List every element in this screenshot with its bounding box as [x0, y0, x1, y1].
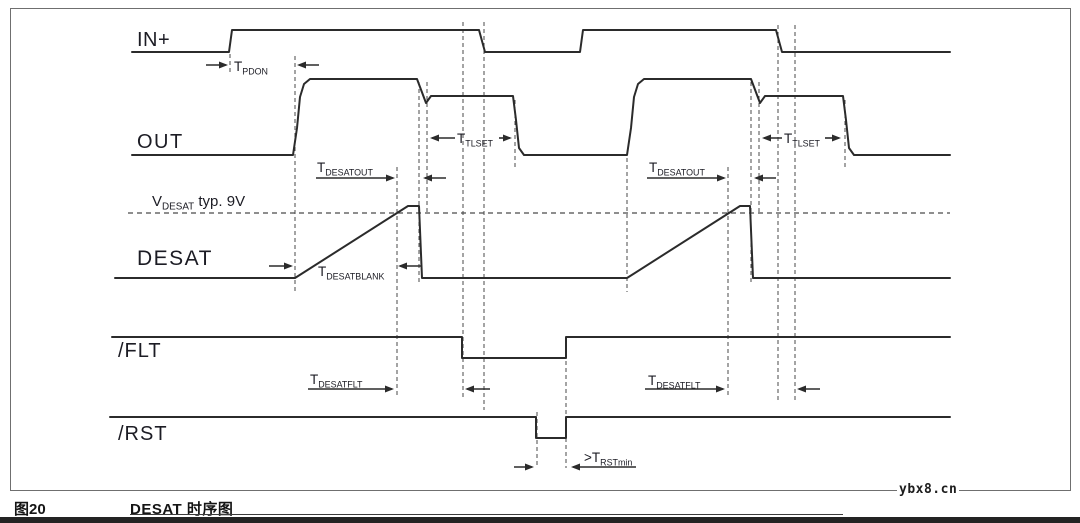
annotation-t-desatout-2-arrow-head-1 [754, 174, 763, 182]
annotation-t-tlset-1-label: TTLSET [457, 131, 494, 149]
annotation-t-tlset-1-arrow-head-0 [430, 134, 439, 142]
annotation-t-desatout-1-arrow-head-1 [423, 174, 432, 182]
flt-label: /FLT [118, 340, 162, 362]
in-plus-label: IN+ [137, 29, 170, 51]
annotation-t-desatflt-2-arrow-head-1 [797, 385, 806, 393]
page-bottom-rule [0, 517, 1080, 523]
annotation-t-desatflt-1-arrow-head-0 [385, 385, 394, 393]
annotation-t-desatflt-1-arrow-head-1 [465, 385, 474, 393]
annotation-t-desatblank-arrow-head-1 [398, 262, 407, 270]
rst-label: /RST [118, 423, 168, 445]
flt-waveform [111, 336, 951, 359]
annotation-t-rstmin-arrow-head-1 [571, 463, 580, 471]
annotation-t-desatflt-1-label: TDESATFLT [310, 372, 363, 390]
annotation-t-desatout-1-arrow-head-0 [386, 174, 395, 182]
figure-number: 图20 [14, 501, 46, 518]
out-label: OUT [137, 131, 184, 153]
annotation-t-desatout-2-arrow-head-0 [717, 174, 726, 182]
annotation-t-pdon-arrow-head-0 [219, 61, 228, 69]
annotation-t-pdon-arrow-head-1 [297, 61, 306, 69]
figure-title: DESAT 时序图 [130, 501, 234, 518]
annotation-t-desatout-2-label: TDESATOUT [649, 160, 705, 178]
annotation-t-rstmin-arrow-head-0 [525, 463, 534, 471]
rst-waveform [109, 416, 951, 439]
annotation-t-tlset-2-arrow-head-0 [762, 134, 771, 142]
watermark-text: ybx8.cn [897, 482, 960, 497]
figure-frame [10, 8, 1071, 491]
out-waveform [131, 78, 951, 156]
caption-underline [130, 514, 843, 515]
annotation-t-rstmin-label: >TRSTmin [584, 450, 632, 468]
annotation-t-tlset-2-label: TTLSET [784, 131, 821, 149]
annotation-t-desatflt-2-arrow-head-0 [716, 385, 725, 393]
annotation-t-desatflt-2-label: TDESATFLT [648, 373, 701, 391]
annotation-t-tlset-1-arrow-head-1 [503, 134, 512, 142]
annotation-t-desatout-1-label: TDESATOUT [317, 160, 373, 178]
desat-label: DESAT [137, 247, 213, 270]
annotation-t-tlset-2-arrow-head-1 [832, 134, 841, 142]
annotation-t-desatblank-arrow-head-0 [284, 262, 293, 270]
vdesat-label: VDESAT typ. 9V [152, 193, 245, 213]
figure-caption: 图20 DESAT 时序图 [0, 498, 1080, 518]
in-plus-waveform [131, 29, 951, 53]
annotation-t-desatblank-label: TDESATBLANK [318, 264, 385, 282]
desat-waveform [114, 205, 951, 279]
annotation-t-pdon-label: TPDON [234, 59, 268, 77]
